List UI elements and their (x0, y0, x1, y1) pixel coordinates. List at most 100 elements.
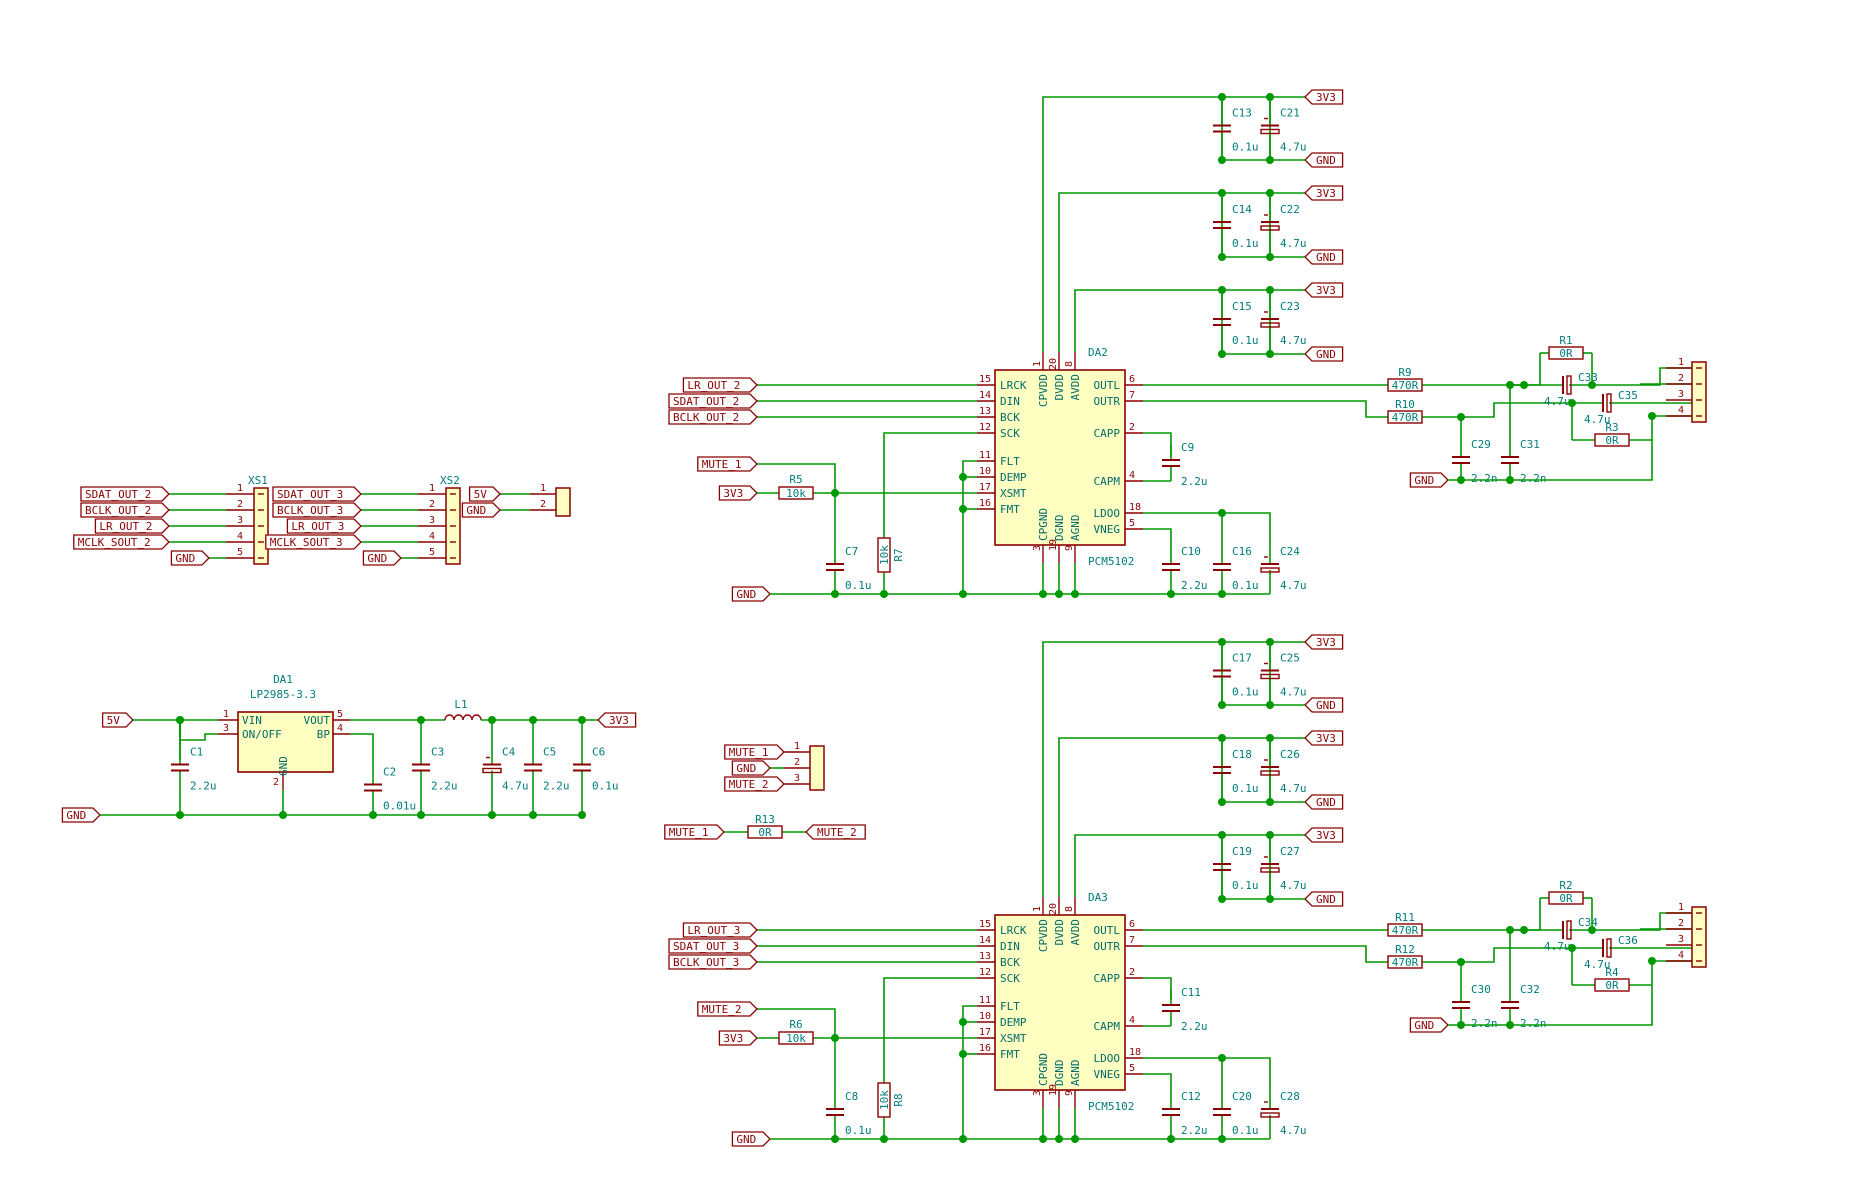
capacitor-value: 4.7u (1280, 334, 1307, 347)
junction-dot (1266, 734, 1274, 742)
net-label: BCLK_OUT_3 (668, 954, 758, 970)
net-label-flag (94, 518, 170, 534)
resistor-body (778, 1031, 814, 1045)
capacitor-value: 0.1u (1232, 237, 1259, 250)
junction-dot (176, 716, 184, 724)
capacitor-ref: C20 (1232, 1090, 1252, 1103)
junction-dot (488, 716, 496, 724)
net-label-flag (1304, 697, 1344, 713)
capacitor-value: 0.1u (1232, 686, 1259, 699)
capacitor-value: 0.1u (1232, 879, 1259, 892)
junction-dot (1266, 189, 1274, 197)
net-label-text: MUTE_1 (729, 746, 769, 759)
net-label-flag (668, 938, 758, 954)
net-label-text: MUTE_2 (702, 1003, 742, 1016)
capacitor-value: 4.7u (1280, 237, 1307, 250)
net-label: GND (1304, 152, 1344, 168)
resistor-value: 10k (878, 1090, 891, 1110)
capacitor-value: 4.7u (1584, 413, 1611, 426)
junction-dot (1457, 476, 1465, 484)
wire (1074, 289, 1305, 352)
junction-dot (831, 590, 839, 598)
wire (757, 1008, 836, 1038)
pin-name: CPVDD (1037, 919, 1050, 952)
header-xs1: XS112345SDAT_OUT_2BCLK_OUT_2LR_OUT_2MCLK… (73, 474, 269, 566)
capacitor-value: 4.7u (1280, 879, 1307, 892)
capacitor-plate-curved (1260, 867, 1280, 873)
connector-ref: XS1 (248, 474, 268, 487)
net-label-text: 5V (107, 714, 121, 727)
junction-dot (1266, 350, 1274, 358)
pin-name: BP (317, 728, 331, 741)
wire (350, 733, 374, 760)
wire (1143, 528, 1172, 540)
capacitor-ref: C16 (1232, 545, 1252, 558)
pin-number: 20 (1048, 903, 1059, 915)
pin-name: CPGND (1037, 1053, 1050, 1086)
capacitor-ref: C7 (845, 545, 858, 558)
capacitor-ref: C15 (1232, 300, 1252, 313)
net-label: 3V3 (1304, 730, 1344, 746)
pin-number: 4 (1129, 1015, 1135, 1026)
wire (883, 432, 977, 535)
capacitor-plate-curved (1566, 375, 1572, 395)
net-label-text: MUTE_2 (729, 778, 769, 791)
junction-dot (959, 505, 967, 513)
pin-number: 4 (237, 531, 243, 542)
net-label-flag (461, 502, 501, 518)
junction-dot (1568, 399, 1576, 407)
net-label-flag (1304, 346, 1344, 362)
net-label-flag (731, 1131, 771, 1147)
net-label-text: 3V3 (1316, 187, 1336, 200)
net-label: 3V3 (1304, 282, 1344, 298)
pin-name: AVDD (1069, 374, 1082, 401)
net-label-flag (1304, 794, 1344, 810)
pin-number: 4 (337, 723, 343, 734)
pin-number: 14 (979, 390, 991, 401)
net-label-text: LR_OUT_3 (687, 924, 740, 937)
net-label-flag (73, 534, 170, 550)
pin-name: CPGND (1037, 508, 1050, 541)
header-xs2: XS212345SDAT_OUT_3BCLK_OUT_3LR_OUT_3MCLK… (265, 474, 461, 566)
pin-number: 2 (1129, 422, 1135, 433)
capacitor-value: 0.01u (383, 800, 416, 813)
electrolytic-capacitor: C44.7u (482, 720, 529, 815)
net-label-text: MCLK_SOUT_3 (270, 536, 343, 549)
wire (1440, 947, 1572, 963)
pin-number: 1 (1032, 361, 1043, 367)
wire (1143, 512, 1271, 540)
wire (1042, 641, 1305, 897)
capacitor-value: 2.2u (190, 780, 217, 793)
pin-name: SCK (1000, 427, 1020, 440)
pin-number: 15 (979, 919, 991, 930)
net-label-text: GND (1414, 1019, 1434, 1032)
pin-name: OUTR (1094, 940, 1121, 953)
pin-number: 2 (1678, 918, 1684, 929)
capacitor: C60.1u (573, 720, 619, 815)
junction-dot (1520, 926, 1528, 934)
pin-name: AGND (1069, 1060, 1082, 1087)
net-label-flag (731, 760, 771, 776)
net-label: 3V3 (597, 712, 637, 728)
net-label-flag (80, 486, 170, 502)
junction-dot (1457, 413, 1465, 421)
capacitor-ref: C25 (1280, 652, 1300, 665)
pin-number: 3 (1678, 934, 1684, 945)
capacitor-ref: C5 (543, 746, 556, 759)
pin-number: 3 (794, 773, 800, 784)
net-label-text: GND (175, 552, 195, 565)
net-label-text: GND (1316, 154, 1336, 167)
net-label: MUTE_2 (805, 824, 866, 840)
net-label: GND (170, 550, 210, 566)
net-label: 3V3 (718, 485, 758, 501)
pin-number: 17 (979, 1027, 991, 1038)
